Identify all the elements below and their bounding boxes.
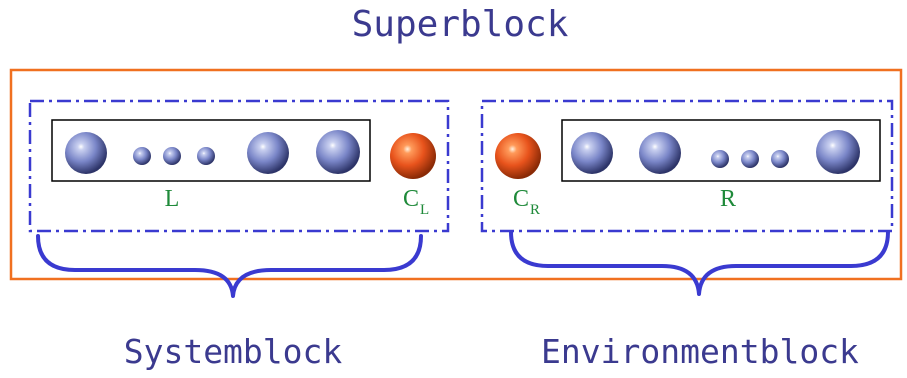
site-sphere: [163, 147, 181, 165]
center-left-label: C: [403, 186, 419, 212]
center-right-subscript: R: [530, 202, 540, 218]
center-right-label: C: [513, 186, 529, 212]
site-sphere: [571, 132, 613, 174]
left-sites-box: [51, 119, 371, 182]
site-sphere: [741, 150, 759, 168]
superblock-title: Superblock: [352, 4, 569, 45]
system-brace: [36, 234, 423, 298]
site-sphere: [316, 130, 360, 174]
site-sphere: [711, 150, 729, 168]
center-left-subscript: L: [420, 202, 429, 218]
site-sphere: [816, 130, 860, 174]
environment-brace: [509, 230, 890, 296]
system-block-title: Systemblock: [124, 332, 343, 371]
center-left-site: [390, 133, 436, 179]
environment-block-title: Environmentblock: [541, 332, 859, 371]
site-sphere: [197, 147, 215, 165]
site-sphere: [65, 132, 107, 174]
site-sphere: [771, 150, 789, 168]
left-block-label: L: [165, 186, 180, 212]
center-right-site: [495, 133, 541, 179]
right-block-label: R: [720, 186, 736, 212]
site-sphere: [639, 132, 681, 174]
right-sites-box: [561, 119, 881, 182]
site-sphere: [133, 147, 151, 165]
system-block-frame: [28, 99, 450, 233]
site-sphere: [247, 132, 289, 174]
superblock-frame: [9, 68, 903, 281]
